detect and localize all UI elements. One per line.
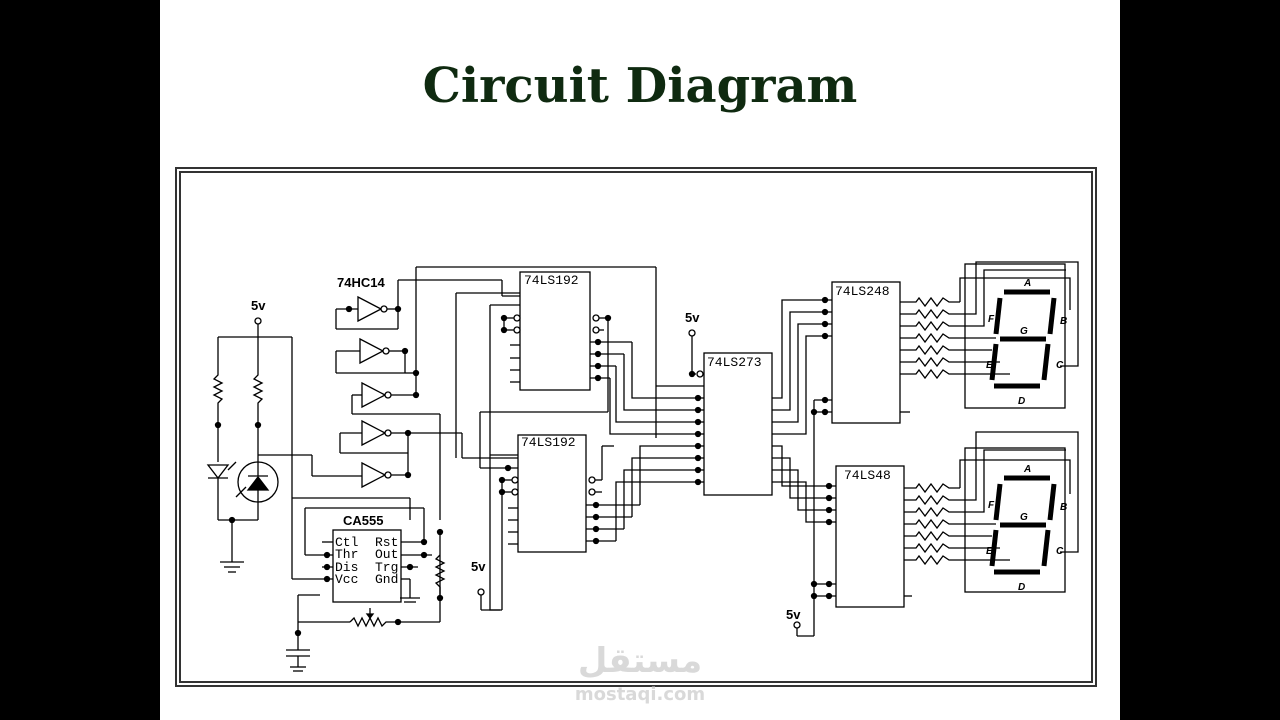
inverter-1 [336,295,398,323]
svg-text:G: G [1020,326,1028,337]
svg-text:Trg: Trg [375,560,398,575]
svg-text:74LS48: 74LS48 [844,468,891,483]
led [206,461,237,520]
resistor-left-1 [212,370,224,425]
svg-text:5v: 5v [786,607,801,622]
slide-title: Circuit Diagram [422,58,858,114]
svg-text:C: C [1056,360,1064,371]
chip-74ls248: 74LS248 [831,281,901,424]
svg-text:74LS192: 74LS192 [524,273,579,288]
latch-inputs [694,394,704,486]
diagram-frame-inner [179,171,1093,683]
svg-text:Rst: Rst [375,535,398,550]
inverter-2 [336,337,405,365]
svg-text:D: D [1018,582,1025,593]
watermark: مستقل mostaqi.com [575,641,705,705]
svg-text:Thr: Thr [335,547,358,562]
chip-74ls273: 74LS273 [703,352,773,496]
svg-text:Gnd: Gnd [375,572,398,587]
svg-text:D: D [1018,396,1025,407]
supply-5v-latch: 5v [656,310,704,387]
chip-74ls192-1: 74LS192 [519,271,591,391]
slide: Circuit Diagram [160,0,1120,720]
svg-text:Dis: Dis [335,560,358,575]
svg-text:74LS192: 74LS192 [521,435,576,450]
seven-segment-display-2: A B C D E F G [959,431,1079,593]
resistor-timer [434,554,446,598]
svg-text:E: E [986,360,993,371]
chip-74hc14-label: 74HC14 [337,275,385,290]
svg-text:A: A [1023,278,1031,289]
chip-74ls48: 74LS48 [835,465,905,608]
svg-text:74LS248: 74LS248 [835,284,890,299]
svg-text:Out: Out [375,547,398,562]
inverter-4 [340,419,408,447]
potentiometer [349,608,398,628]
svg-text:مستقل: مستقل [578,641,702,681]
resistors-display-2 [904,482,960,566]
svg-text:E: E [986,546,993,557]
inverter-5 [361,461,408,489]
svg-text:G: G [1020,512,1028,523]
svg-text:5v: 5v [251,298,266,313]
svg-text:Ctl: Ctl [335,535,359,550]
svg-text:B: B [1060,316,1067,327]
svg-text:F: F [988,500,995,511]
resistors-display-1 [900,296,960,380]
svg-text:5v: 5v [685,310,700,325]
capacitor-timer [286,633,310,672]
svg-text:B: B [1060,502,1067,513]
supply-5v-counter: 5v [471,559,502,611]
svg-text:CA555: CA555 [343,513,383,528]
ground-timer [400,597,420,603]
photodiode [235,460,279,520]
svg-text:5v: 5v [471,559,486,574]
svg-text:Vcc: Vcc [335,572,358,587]
svg-text:F: F [988,314,995,325]
chip-74ls192-2: 74LS192 [517,434,587,553]
ground-left [220,561,244,573]
svg-text:74LS273: 74LS273 [707,355,762,370]
supply-5v-left: 5v [217,298,293,498]
svg-text:C: C [1056,546,1064,557]
inverter-3 [352,381,416,409]
resistor-left-2 [252,370,264,425]
seven-segment-display-1: A B C D E F G [959,261,1079,409]
svg-text:mostaqi.com: mostaqi.com [575,684,705,705]
supply-5v-decoder: 5v [786,607,814,637]
diagram-frame-outer [175,167,1097,687]
chip-ca555: CA555 Ctl Thr Dis Vcc Rst Out Trg Gnd [332,513,402,603]
svg-text:A: A [1023,464,1031,475]
